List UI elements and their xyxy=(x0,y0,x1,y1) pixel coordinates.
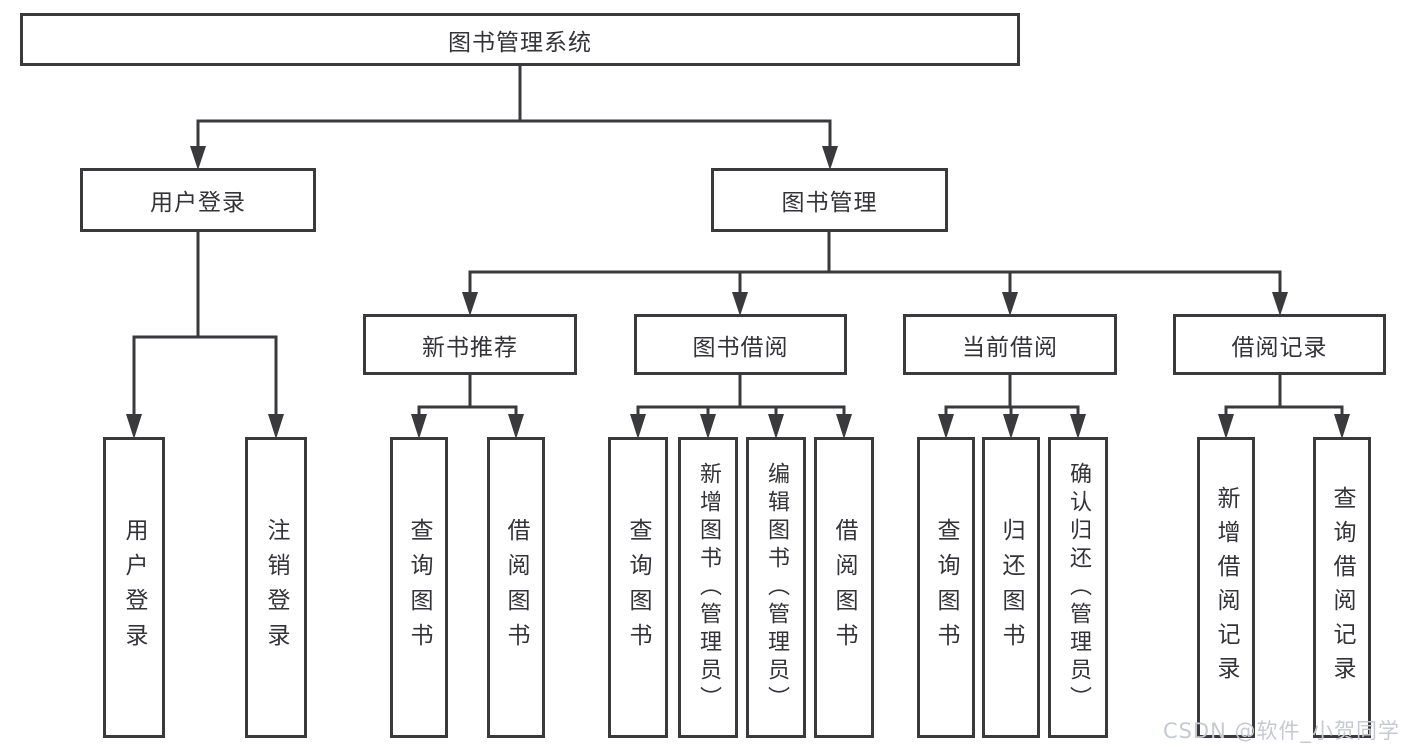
node-current-borrowing: 当前借阅 xyxy=(903,314,1117,375)
node-label: 新增借阅记录 xyxy=(1213,485,1239,690)
leaf-return-books: 归还图书 xyxy=(982,437,1040,738)
leaf-query-books-current: 查询图书 xyxy=(917,437,975,738)
node-label: 图书管理系统 xyxy=(448,29,592,56)
leaf-user-login: 用户登录 xyxy=(103,437,165,738)
node-label: 图书借阅 xyxy=(692,334,789,361)
leaf-add-books-admin: 新增图书（管理员） xyxy=(678,437,738,738)
node-label: 查询图书 xyxy=(406,517,432,658)
node-label: 当前借阅 xyxy=(962,334,1058,361)
node-label: 编辑图书（管理员） xyxy=(764,461,789,714)
node-label: 查询图书 xyxy=(625,517,651,658)
node-label: 借阅图书 xyxy=(831,517,857,658)
node-label: 借阅记录 xyxy=(1231,334,1328,361)
leaf-query-books-borrowing: 查询图书 xyxy=(608,437,668,738)
node-borrow-records: 借阅记录 xyxy=(1173,314,1386,375)
node-label: 图书管理 xyxy=(781,190,878,216)
connector-lines xyxy=(132,66,1344,419)
leaf-confirm-return-admin: 确认归还（管理员） xyxy=(1048,437,1108,738)
leaf-borrow-books-recommend: 借阅图书 xyxy=(487,437,545,738)
node-new-book-recommend: 新书推荐 xyxy=(363,314,577,375)
node-book-borrowing: 图书借阅 xyxy=(634,314,847,375)
leaf-logout: 注销登录 xyxy=(245,437,307,738)
node-label: 注销登录 xyxy=(263,517,289,658)
node-label: 查询借阅记录 xyxy=(1329,485,1355,690)
node-label: 用户登录 xyxy=(121,517,147,658)
leaf-query-borrow-record: 查询借阅记录 xyxy=(1313,437,1371,738)
csdn-watermark: CSDN @软件_小贺同学 xyxy=(1162,719,1400,743)
leaf-borrow-books: 借阅图书 xyxy=(814,437,874,738)
node-system-root: 图书管理系统 xyxy=(20,13,1020,66)
node-label: 新书推荐 xyxy=(422,334,518,361)
leaf-edit-books-admin: 编辑图书（管理员） xyxy=(746,437,806,738)
node-book-management-branch: 图书管理 xyxy=(711,168,948,232)
node-label: 用户登录 xyxy=(150,190,246,216)
node-label: 确认归还（管理员） xyxy=(1066,461,1091,714)
node-label: 借阅图书 xyxy=(503,517,529,658)
leaf-query-books-recommend: 查询图书 xyxy=(390,437,448,738)
node-label: 查询图书 xyxy=(933,517,959,658)
node-label: 归还图书 xyxy=(998,517,1024,658)
connector-arrowheads xyxy=(126,146,1350,439)
node-label: 新增图书（管理员） xyxy=(696,461,721,714)
leaf-add-borrow-record: 新增借阅记录 xyxy=(1197,437,1255,738)
node-user-login-branch: 用户登录 xyxy=(80,168,316,232)
